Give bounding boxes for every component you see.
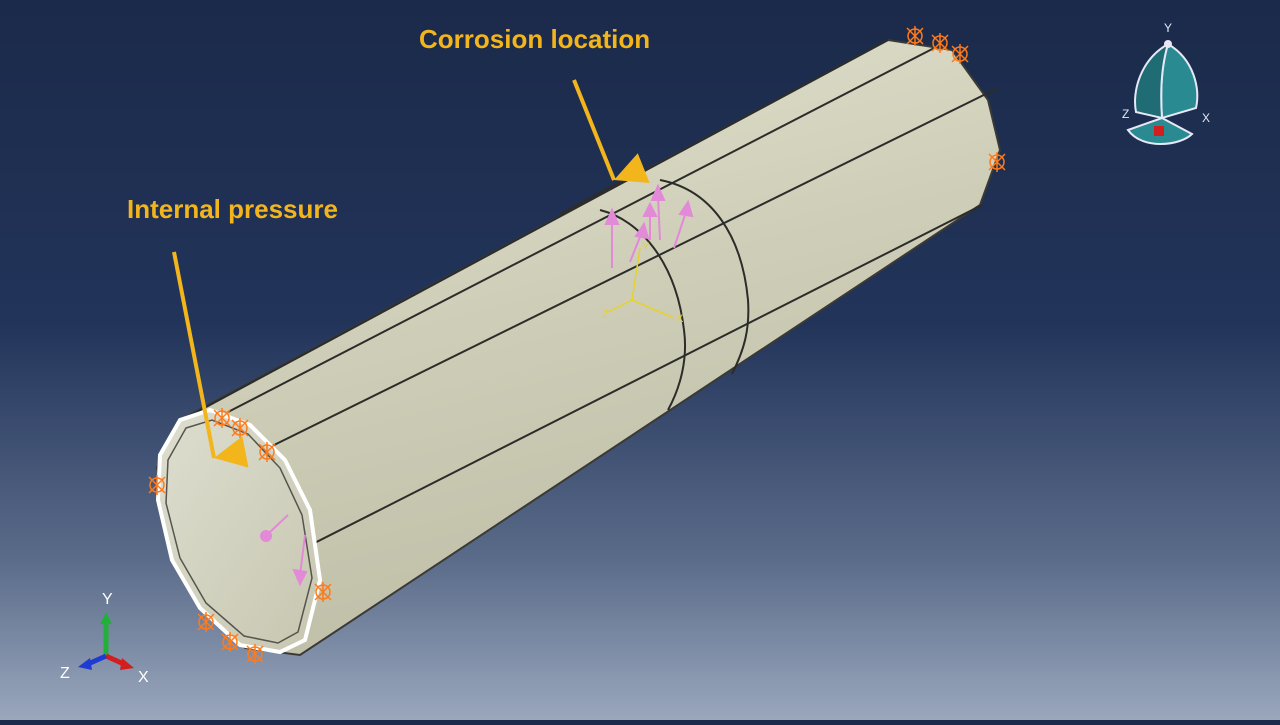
- pipe-edge-line: [181, 39, 889, 421]
- boundary-conditions[interactable]: [148, 26, 1006, 664]
- corrosion-pointer-arrow: [572, 79, 650, 183]
- encastre-bc-icon: [213, 408, 231, 428]
- pressure-pointer-arrow: [172, 251, 249, 468]
- view-cube-x-label: X: [1202, 111, 1210, 125]
- encastre-bc-icon: [221, 632, 239, 652]
- encastre-bc-icon: [906, 26, 924, 46]
- internal-pressure-label: Internal pressure: [127, 194, 338, 224]
- pipe-edge-line: [197, 204, 983, 603]
- encastre-bc-icon: [197, 612, 215, 632]
- encastre-bc-icon: [246, 644, 264, 664]
- pipe-part[interactable]: [155, 38, 1002, 657]
- corrosion-location-label: Corrosion location: [419, 24, 651, 54]
- axis-triad-icon: Y X Z: [60, 591, 149, 686]
- pressure-arrow-icon: [260, 514, 289, 542]
- encastre-bc-icon: [951, 44, 969, 64]
- pressure-loads[interactable]: [260, 183, 694, 587]
- local-csys: X Y Z: [602, 241, 684, 325]
- corrosion-partition-ring: [659, 179, 750, 375]
- view-cube-y-label: Y: [1164, 21, 1172, 35]
- encastre-bc-icon: [148, 475, 166, 495]
- csys-y-label: Y: [642, 241, 650, 253]
- encastre-bc-icon: [258, 442, 276, 462]
- triad-z-label: Z: [60, 665, 70, 682]
- pressure-arrow-icon: [629, 221, 650, 263]
- pipe-edge-line: [267, 87, 999, 449]
- pressure-arrow-icon: [650, 183, 666, 241]
- view-orientation-icon[interactable]: Y X Z: [1122, 21, 1210, 145]
- pipe-edge-line: [559, 181, 621, 215]
- encastre-bc-icon: [231, 418, 249, 438]
- pipe-edge-line: [227, 44, 941, 413]
- pressure-arrow-icon: [292, 534, 308, 587]
- corrosion-partition-ring: [599, 209, 687, 411]
- pipe-inner-wall: [165, 419, 313, 644]
- pressure-arrow-icon: [604, 207, 620, 268]
- csys-x-label: X: [676, 313, 684, 325]
- pressure-arrow-icon: [642, 201, 658, 240]
- encastre-bc-icon: [314, 582, 332, 602]
- pressure-arrow-icon: [673, 199, 694, 249]
- triad-x-label: X: [138, 669, 149, 686]
- csys-z-label: Z: [602, 309, 609, 321]
- encastre-bc-icon: [931, 33, 949, 53]
- encastre-bc-icon: [988, 152, 1006, 172]
- view-cube-z-label: Z: [1122, 107, 1129, 121]
- triad-y-label: Y: [102, 591, 113, 608]
